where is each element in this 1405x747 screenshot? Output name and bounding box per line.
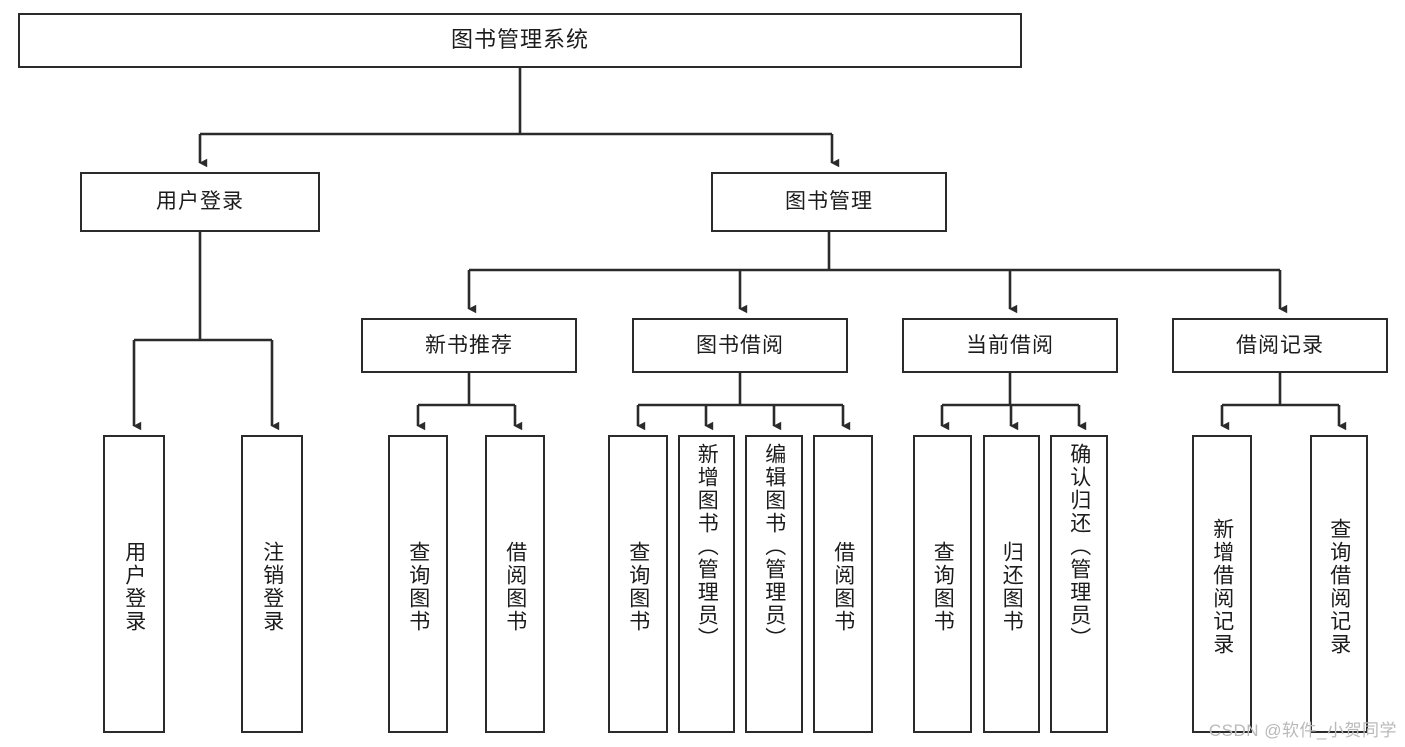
node-book-management[interactable]: 图书管理 [711, 172, 947, 232]
node-label: 查询图书 [931, 541, 955, 633]
leaf-inner: 注销登录 [243, 443, 301, 731]
node-label: 用户登录 [122, 541, 146, 633]
leaf-add-borrow-record[interactable]: 新增借阅记录 [1192, 435, 1252, 733]
leaf-inner: 新增借阅记录 [1194, 443, 1250, 731]
leaf-inner: 借阅图书 [815, 443, 871, 731]
node-user-login[interactable]: 用户登录 [80, 172, 320, 232]
node-label: 图书管理 [785, 190, 873, 214]
node-current-borrow[interactable]: 当前借阅 [902, 318, 1118, 373]
node-label: 确认归还（管理员） [1067, 443, 1091, 650]
leaf-confirm-return-admin[interactable]: 确认归还（管理员） [1050, 435, 1108, 733]
leaf-borrow-book[interactable]: 借阅图书 [813, 435, 873, 733]
leaf-borrow-book-newbook[interactable]: 借阅图书 [485, 435, 545, 733]
node-label: 图书借阅 [696, 333, 784, 357]
node-book-borrow[interactable]: 图书借阅 [632, 318, 848, 373]
leaf-inner: 借阅图书 [487, 443, 543, 731]
leaf-query-borrow-record[interactable]: 查询借阅记录 [1310, 435, 1368, 733]
node-label: 新书推荐 [425, 333, 513, 357]
leaf-inner: 查询图书 [915, 443, 970, 731]
node-label: 查询图书 [406, 541, 430, 633]
leaf-inner: 新增图书（管理员） [680, 443, 733, 731]
node-label: 新增图书（管理员） [695, 443, 719, 650]
leaf-inner: 确认归还（管理员） [1052, 443, 1106, 731]
node-label: 用户登录 [156, 190, 244, 214]
leaf-inner: 查询借阅记录 [1312, 443, 1366, 731]
leaf-edit-book-admin[interactable]: 编辑图书（管理员） [745, 435, 803, 733]
node-label: 借阅记录 [1236, 333, 1324, 357]
leaf-inner: 编辑图书（管理员） [747, 443, 801, 731]
node-label: 图书管理系统 [450, 27, 589, 53]
node-label: 编辑图书（管理员） [762, 443, 786, 650]
node-borrow-record[interactable]: 借阅记录 [1172, 318, 1388, 373]
leaf-user-login[interactable]: 用户登录 [103, 435, 165, 733]
leaf-query-book-borrow[interactable]: 查询图书 [608, 435, 668, 733]
leaf-query-book-newbook[interactable]: 查询图书 [388, 435, 448, 733]
node-new-book-recommend[interactable]: 新书推荐 [361, 318, 577, 373]
leaf-inner: 用户登录 [105, 443, 163, 731]
leaf-logout[interactable]: 注销登录 [241, 435, 303, 733]
node-label: 当前借阅 [966, 333, 1054, 357]
node-label: 借阅图书 [831, 541, 855, 633]
watermark: CSDN @软件_小贺同学 [1208, 721, 1397, 740]
node-label: 新增借阅记录 [1210, 518, 1234, 656]
node-label: 借阅图书 [503, 541, 527, 633]
leaf-inner: 查询图书 [610, 443, 666, 731]
node-label: 查询借阅记录 [1327, 518, 1351, 656]
leaf-inner: 查询图书 [390, 443, 446, 731]
leaf-query-book-current[interactable]: 查询图书 [913, 435, 972, 733]
node-root-system[interactable]: 图书管理系统 [18, 13, 1022, 68]
leaf-add-book-admin[interactable]: 新增图书（管理员） [678, 435, 735, 733]
leaf-return-book[interactable]: 归还图书 [983, 435, 1040, 733]
node-label: 注销登录 [260, 541, 284, 633]
leaf-inner: 归还图书 [985, 443, 1038, 731]
node-label: 查询图书 [626, 541, 650, 633]
node-label: 归还图书 [1000, 541, 1024, 633]
